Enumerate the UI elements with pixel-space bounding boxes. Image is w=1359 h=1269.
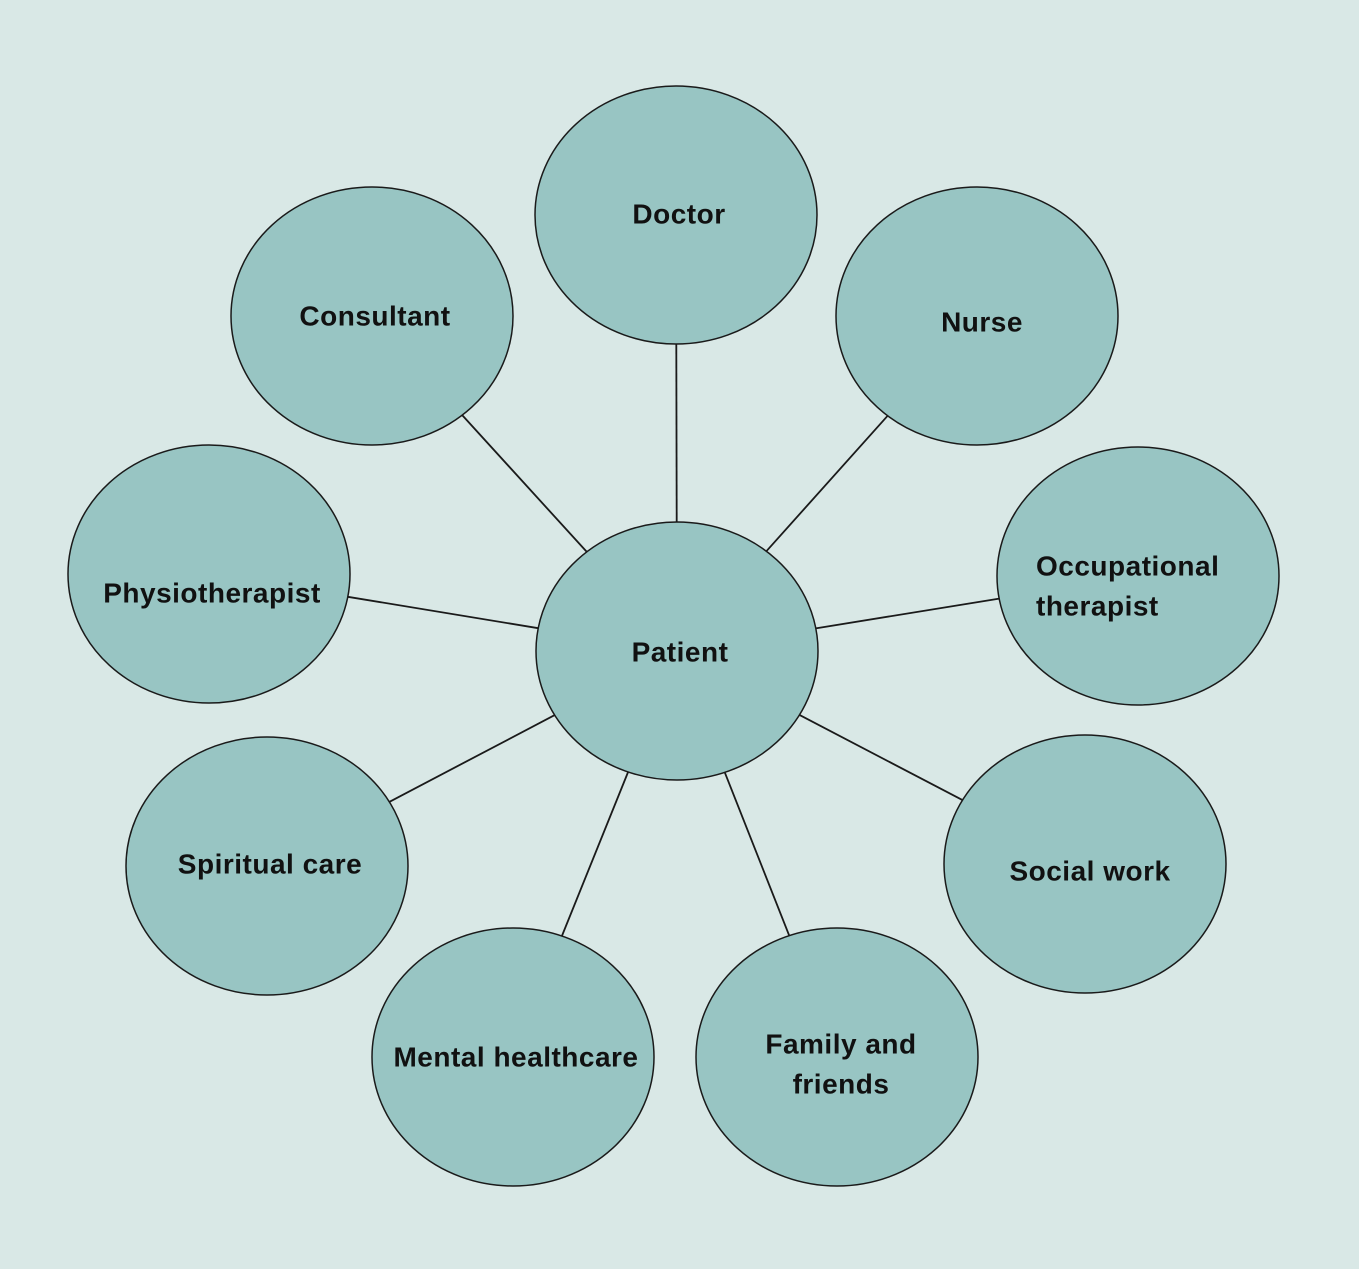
node-spiritual-care: Spiritual care <box>125 736 409 996</box>
node-consultant: Consultant <box>230 186 514 446</box>
node-family-and-friends: Family and friends <box>695 927 979 1187</box>
connector-patient-mental-healthcare <box>561 771 629 937</box>
nurse-ellipse <box>835 186 1119 446</box>
family-and-friends-label-line-2: friends <box>793 1069 890 1100</box>
social-work-ellipse <box>943 734 1227 994</box>
physiotherapist-ellipse <box>67 444 351 704</box>
spiritual-care-ellipse <box>125 736 409 996</box>
occupational-therapist-label-line-2: therapist <box>1036 591 1159 622</box>
node-doctor: Doctor <box>534 85 818 345</box>
connector-patient-family-and-friends <box>723 772 791 936</box>
node-physiotherapist: Physiotherapist <box>67 444 351 704</box>
doctor-label: Doctor <box>632 199 725 230</box>
nurse-label: Nurse <box>941 307 1023 338</box>
mental-healthcare-label: Mental healthcare <box>393 1042 638 1073</box>
node-occupational-therapist: Occupational therapist <box>996 446 1280 706</box>
connector-patient-nurse <box>765 415 889 552</box>
node-mental-healthcare: Mental healthcare <box>371 927 655 1187</box>
consultant-ellipse <box>230 186 514 446</box>
consultant-label: Consultant <box>299 301 450 332</box>
doctor-ellipse <box>534 85 818 345</box>
connector-lines <box>347 343 1000 937</box>
connector-patient-consultant <box>461 414 588 553</box>
patient-label: Patient <box>632 637 729 668</box>
connector-patient-social-work <box>799 714 963 801</box>
connector-patient-spiritual-care <box>388 714 556 803</box>
mental-healthcare-ellipse <box>371 927 655 1187</box>
physiotherapist-label: Physiotherapist <box>103 578 321 609</box>
node-social-work: Social work <box>943 734 1227 994</box>
occupational-therapist-label-line-1: Occupational <box>1036 551 1219 582</box>
spiritual-care-label: Spiritual care <box>178 849 362 880</box>
connector-patient-occupational-therapist <box>815 597 1000 630</box>
family-and-friends-ellipse <box>695 927 979 1187</box>
social-work-label: Social work <box>1009 856 1170 887</box>
family-and-friends-label-line-1: Family and <box>765 1029 916 1060</box>
occupational-therapist-ellipse <box>996 446 1280 706</box>
node-patient: Patient <box>535 521 819 781</box>
node-nurse: Nurse <box>835 186 1119 446</box>
patient-ellipse <box>535 521 819 781</box>
connector-patient-physiotherapist <box>347 595 539 630</box>
